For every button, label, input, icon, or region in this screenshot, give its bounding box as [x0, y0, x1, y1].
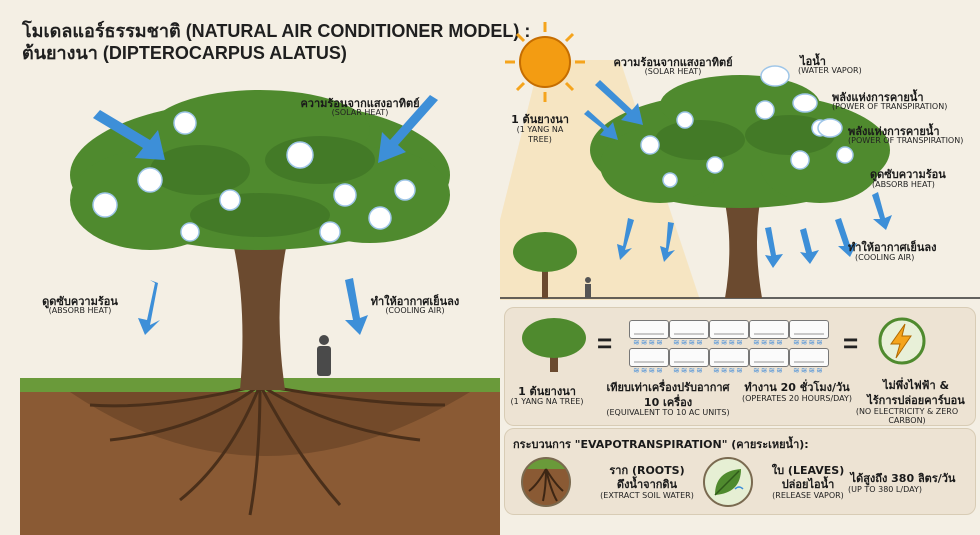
ac-unit-icon — [709, 348, 749, 367]
eq-tree-label-th: 1 ต้นยางนา — [518, 385, 576, 398]
ac-unit-icon — [789, 320, 829, 339]
right-solar-label-en: (SOLAR HEAT) — [644, 67, 702, 76]
power2-label-th: พลังแห่งการคายน้ำ — [848, 125, 940, 138]
evapotranspiration-panel: กระบวนการ "EVAPOTRANSPIRATION" (คายระเหย… — [504, 428, 976, 515]
left-absorb-label-th: ดูดซับความร้อน — [42, 295, 118, 308]
ac-equivalent-th-1: เทียบเท่าเครื่องปรับอากาศ — [606, 381, 730, 394]
left-solar-label-th: ความร้อนจากแสงอาทิตย์ — [300, 97, 420, 110]
roots-label-th-2: ดึงน้ำจากดิน — [616, 478, 678, 491]
operates-label-th: ทำงาน 20 ชั่วโมง/วัน — [744, 381, 850, 394]
roots — [89, 383, 446, 516]
no-electricity-en: (NO ELECTRICITY & ZERO CARBON) — [855, 407, 959, 425]
left-cooling-label-en: (COOLING AIR) — [385, 306, 445, 315]
right-solar-label-th: ความร้อนจากแสงอาทิตย์ — [613, 56, 733, 69]
volume-label-th: ได้สูงถึง 380 ลิตร/วัน — [850, 472, 956, 485]
vapor-clouds — [92, 111, 416, 243]
ac-unit-icon — [749, 320, 789, 339]
vapor-label-th: ไอน้ำ — [800, 55, 826, 68]
page-title: โมเดลแอร์ธรรมชาติ (NATURAL AIR CONDITION… — [22, 20, 530, 64]
right-tree-illustration — [500, 22, 980, 300]
roots-label-en: (EXTRACT SOIL WATER) — [600, 491, 694, 500]
right-tree-label-th: 1 ต้นยางนา — [511, 113, 569, 126]
root-zone — [70, 392, 470, 456]
ac-equivalent-en: (EQUIVALENT TO 10 AC UNITS) — [606, 408, 730, 417]
volume-label-en: (UP TO 380 L/DAY) — [848, 485, 922, 494]
ac-equivalent-th-2: 10 เครื่อง — [643, 396, 693, 409]
tree-icon — [522, 318, 586, 372]
title-line-1: โมเดลแอร์ธรรมชาติ (NATURAL AIR CONDITION… — [22, 21, 531, 41]
left-tree-illustration — [20, 90, 500, 535]
vapor-label-en: (WATER VAPOR) — [798, 66, 862, 75]
person-silhouette — [317, 335, 331, 376]
power1-label-th: พลังแห่งการคายน้ำ — [832, 91, 924, 104]
title-line-2: ต้นยางนา (DIPTEROCARPUS ALATUS) — [22, 43, 347, 63]
lightning-bolt-icon — [878, 317, 926, 365]
ac-unit-icon — [629, 348, 669, 367]
leaf-icon — [703, 457, 753, 507]
no-electricity-th-2: ไร้การปล่อยคาร์บอน — [867, 394, 965, 407]
small-tree — [513, 232, 577, 298]
right-arrows — [584, 80, 892, 268]
leaves-label-th-1: ใบ (LEAVES) — [771, 464, 845, 477]
ac-unit-icon — [749, 348, 789, 367]
operates-label-en: (OPERATES 20 HOURS/DAY) — [741, 394, 853, 403]
vapor-clouds-top — [760, 65, 843, 138]
roots-label-th-1: ราก (ROOTS) — [609, 464, 685, 477]
leaves-label-en: (RELEASE VAPOR) — [772, 491, 844, 500]
big-tree-trunk — [722, 190, 762, 298]
trunk — [230, 230, 290, 390]
right-cooling-label-th: ทำให้อากาศเย็นลง — [848, 241, 937, 254]
ac-unit-icon — [709, 320, 749, 339]
equivalence-panel: = ≋≋≋≋≋≋≋≋ ≋≋≋≋≋≋≋≋ ≋≋≋≋ ≋≋≋≋≋≋≋≋ ≋≋≋≋≋≋… — [504, 307, 976, 426]
right-tree-label-en-2: TREE) — [528, 135, 552, 144]
leaves-label-th-2: ปล่อยไอน้ำ — [781, 478, 835, 491]
ac-unit-icon — [629, 320, 669, 339]
eq-tree-label-en: (1 YANG NA TREE) — [510, 397, 584, 406]
left-cooling-label-th: ทำให้อากาศเย็นลง — [370, 295, 460, 308]
equals-sign-1: = — [597, 328, 613, 358]
process-heading: กระบวนการ "EVAPOTRANSPIRATION" (คายระเหย… — [513, 438, 809, 451]
ac-unit-icon — [789, 348, 829, 367]
power2-label-en: (POWER OF TRANSPIRATION) — [848, 136, 964, 145]
equals-sign-2: = — [843, 328, 859, 358]
right-tree-label-en-1: (1 YANG NA — [516, 125, 564, 134]
right-cooling-label-en: (COOLING AIR) — [855, 253, 915, 262]
left-absorb-label-en: (ABSORB HEAT) — [48, 306, 112, 315]
sun-icon — [505, 22, 585, 102]
right-absorb-label-en: (ABSORB HEAT) — [872, 180, 935, 189]
heat-arrows — [93, 95, 438, 335]
right-absorb-label-th: ดูดซับความร้อน — [870, 168, 946, 181]
ac-unit-icon — [669, 348, 709, 367]
ac-unit-icon — [669, 320, 709, 339]
roots-icon — [521, 457, 571, 507]
left-solar-label-en: (SOLAR HEAT) — [331, 108, 389, 117]
no-electricity-th-1: ไม่พึ่งไฟฟ้า & — [882, 379, 950, 392]
power1-label-en: (POWER OF TRANSPIRATION) — [832, 102, 948, 111]
